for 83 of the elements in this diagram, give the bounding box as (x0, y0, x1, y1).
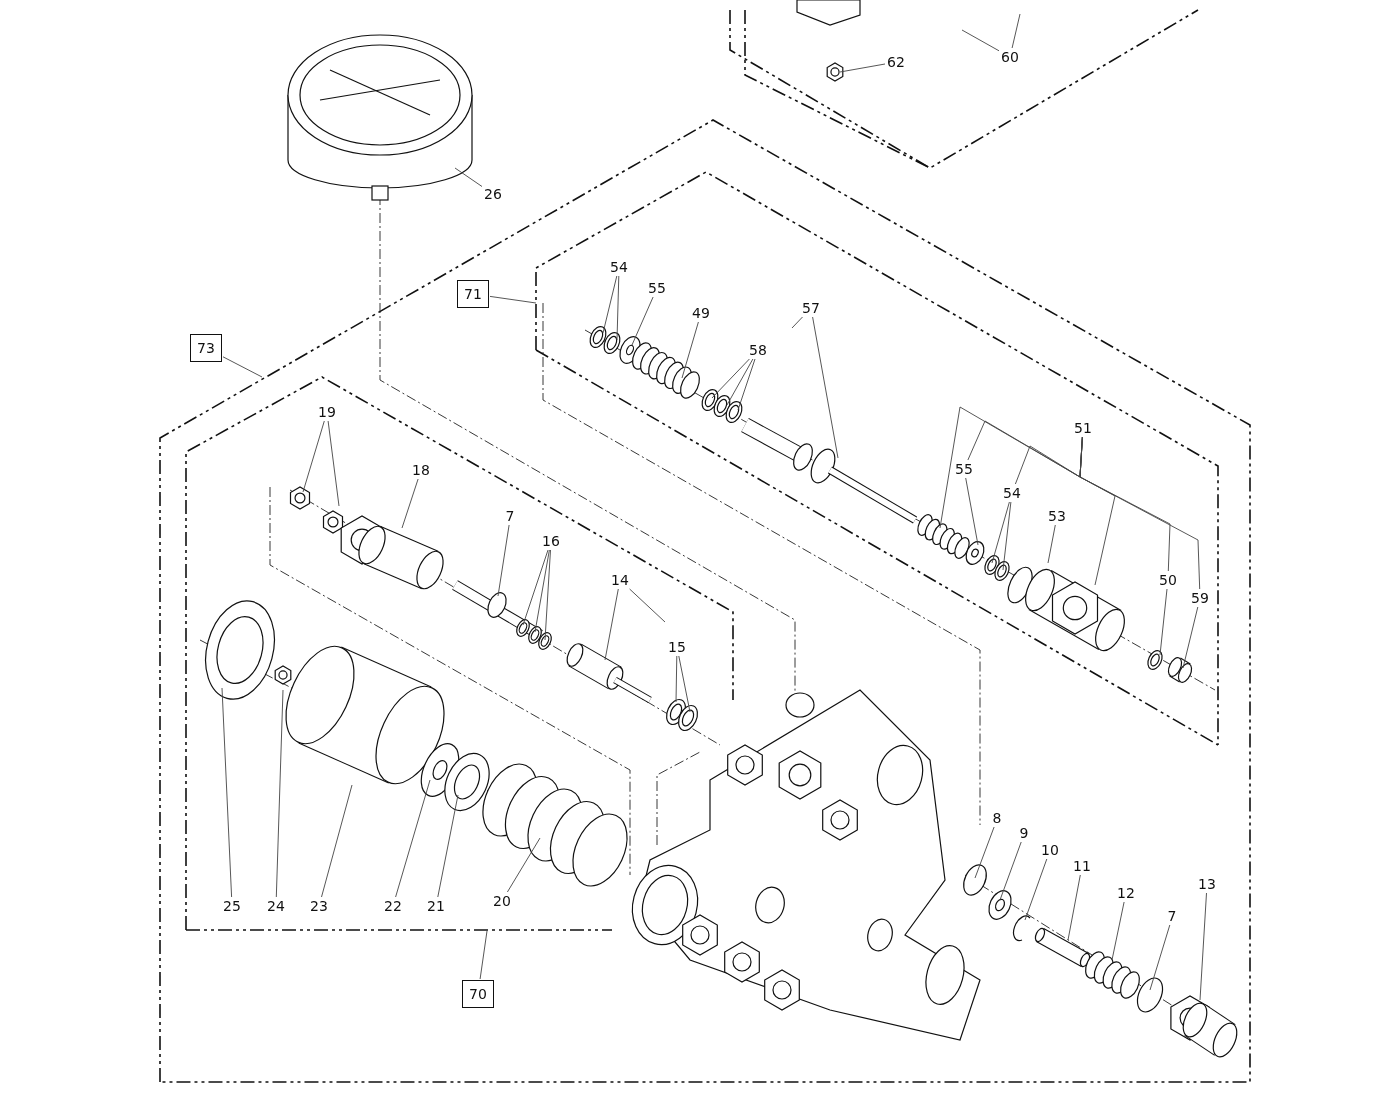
leader-line (726, 358, 754, 406)
leader-line (1111, 901, 1125, 961)
leader-line (395, 779, 431, 898)
callout-number: 57 (801, 300, 821, 316)
leader-line (506, 837, 541, 893)
assembly-callout: 70 (462, 980, 494, 1008)
callout-number: 62 (886, 54, 906, 70)
callout-number: 15 (667, 639, 687, 655)
callout-number: 60 (1000, 49, 1020, 65)
leader-line (965, 477, 979, 546)
leader-line (1182, 606, 1199, 669)
leader-line (437, 794, 459, 898)
callout-number: 50 (1158, 572, 1178, 588)
leader-line (999, 841, 1022, 901)
leader-line (522, 549, 549, 626)
leader-line (839, 63, 886, 73)
callout-number: 23 (309, 898, 329, 914)
callout-number: 25 (222, 898, 242, 914)
leader-line (631, 296, 654, 346)
leader-line (222, 356, 263, 378)
leader-line (497, 524, 510, 597)
leader-line (961, 29, 1000, 52)
leader-line (1067, 874, 1081, 941)
callout-number: 59 (1190, 590, 1210, 606)
leader-line (302, 420, 325, 493)
leader-line (321, 784, 353, 898)
leader-line (454, 167, 483, 187)
leader-line (489, 295, 537, 304)
assembly-callout: 73 (190, 334, 222, 362)
leader-line (681, 321, 699, 379)
callout-number: 18 (411, 462, 431, 478)
leader-line (479, 930, 488, 980)
callout-number: 20 (492, 893, 512, 909)
callout-number: 55 (954, 461, 974, 477)
leader-line (629, 588, 666, 623)
callout-number: 10 (1040, 842, 1060, 858)
callout-number: 19 (317, 404, 337, 420)
leader-line (1047, 524, 1056, 564)
callout-number: 9 (1018, 825, 1030, 841)
leader-line (812, 316, 839, 459)
callout-number: 24 (266, 898, 286, 914)
callout-number: 49 (691, 305, 711, 321)
leader-line (1159, 588, 1168, 656)
leader-line (616, 275, 620, 341)
callout-number: 51 (1073, 420, 1093, 436)
callout-number: 53 (1047, 508, 1067, 524)
callout-number: 8 (991, 810, 1003, 826)
callout-number: 22 (383, 898, 403, 914)
callout-number: 13 (1197, 876, 1217, 892)
leader-line (604, 588, 619, 661)
leader-line (602, 275, 618, 334)
leader-line (327, 420, 340, 507)
leader-line (1199, 892, 1207, 1001)
callout-number: 7 (504, 508, 516, 524)
leader-line (1024, 858, 1048, 921)
leader-line (675, 655, 678, 703)
leader-line (1149, 924, 1171, 991)
leader-line (678, 655, 691, 713)
leader-line (711, 358, 750, 399)
leader-line (544, 549, 551, 641)
callout-number: 11 (1072, 858, 1092, 874)
callout-number: 7 (1166, 908, 1178, 924)
callout-number: 54 (609, 259, 629, 275)
leader-line (791, 316, 803, 329)
leader-line (534, 549, 550, 633)
callout-number: 54 (1002, 485, 1022, 501)
callout-number: 55 (647, 280, 667, 296)
callout-number: 12 (1116, 885, 1136, 901)
callout-number: 16 (541, 533, 561, 549)
leader-line (1011, 13, 1021, 49)
leader-line (401, 478, 419, 529)
leader-line (221, 687, 233, 898)
leader-line (991, 501, 1010, 564)
callout-number: 21 (426, 898, 446, 914)
leader-line (974, 826, 995, 879)
callout-number: 26 (483, 186, 503, 202)
leader-line (737, 358, 756, 411)
leader-line (1079, 436, 1201, 590)
leader-line (1002, 501, 1012, 571)
leader-line (275, 689, 284, 898)
callout-number: 58 (748, 342, 768, 358)
assembly-callout: 71 (457, 280, 489, 308)
callout-number: 14 (610, 572, 630, 588)
